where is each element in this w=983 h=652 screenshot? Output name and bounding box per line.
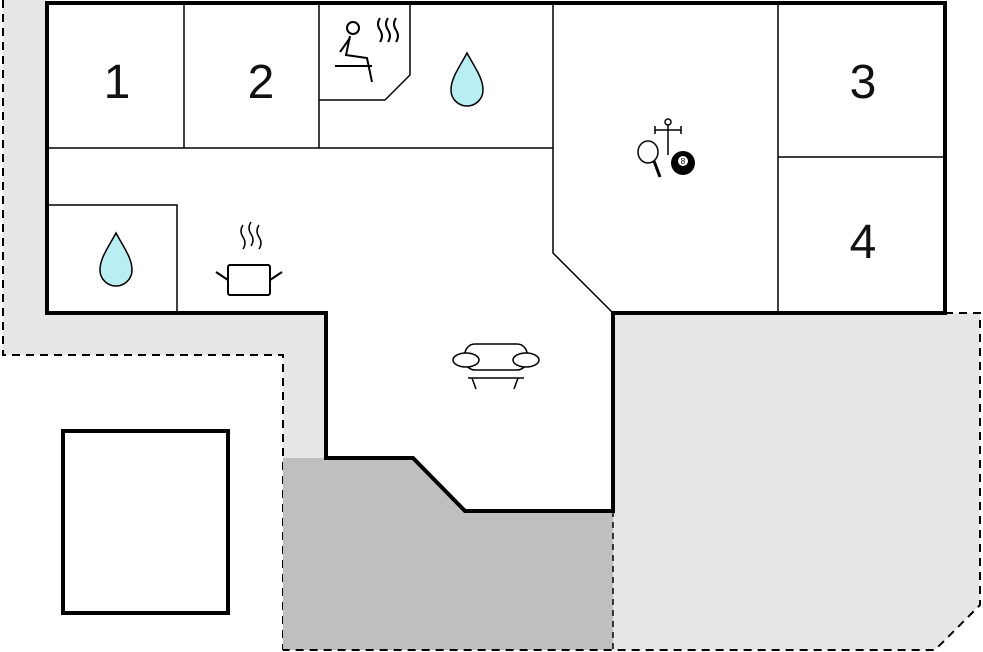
right-terrace [613, 313, 980, 650]
room-label-4: 4 [850, 216, 877, 269]
house-outline [45, 1, 947, 513]
interior-walls [47, 3, 945, 314]
games-room-icon: 8 [637, 118, 695, 178]
kitchen-pot-icon [215, 221, 283, 296]
water-drop-icon [99, 231, 133, 287]
room-label-2: 2 [248, 56, 275, 109]
sofa-icon [452, 343, 540, 390]
left-terrace-outline [2, 0, 284, 650]
room-label-3: 3 [850, 56, 877, 109]
right-terrace-outline [283, 312, 981, 651]
shed [61, 429, 230, 615]
water-drop-icon [450, 51, 484, 107]
covered-terrace [283, 458, 613, 650]
left-terrace [3, 0, 326, 458]
sauna-icon [335, 17, 399, 83]
svg-text:8: 8 [681, 157, 686, 166]
room-label-1: 1 [104, 56, 131, 109]
